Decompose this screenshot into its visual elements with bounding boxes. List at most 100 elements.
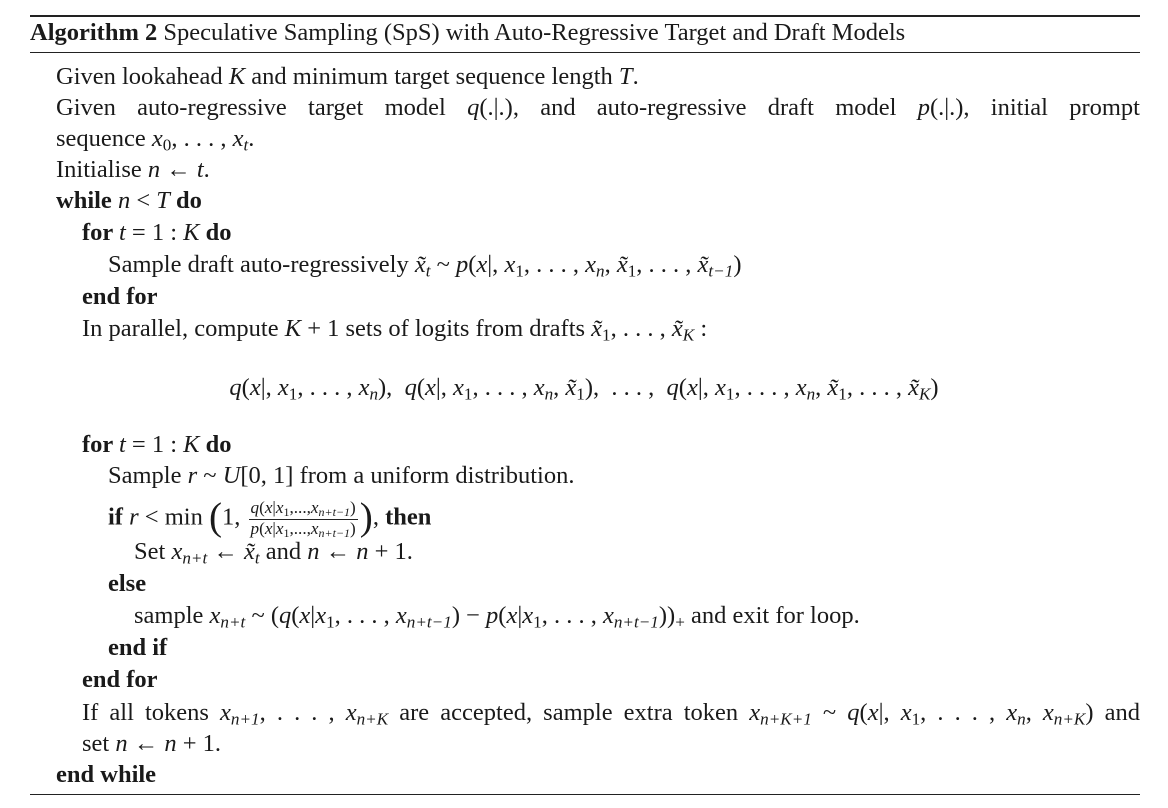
math: 1	[463, 384, 473, 404]
math: x	[275, 518, 284, 538]
text: ), . . . ,	[584, 374, 667, 401]
text: ~	[811, 699, 848, 726]
math: x	[232, 125, 244, 152]
algorithm-line: Given auto-regressive target model q(.|.…	[56, 93, 1140, 123]
math: t	[425, 261, 431, 281]
math: r	[187, 462, 198, 489]
text: ~	[197, 462, 223, 489]
math: x	[209, 602, 221, 629]
text: ←	[207, 538, 244, 565]
text: |,	[697, 374, 715, 401]
text: , . . . ,	[334, 602, 396, 629]
top-rule	[30, 15, 1140, 17]
keyword: do	[199, 431, 232, 458]
text: = 1 :	[125, 219, 184, 246]
text: , . . . ,	[920, 699, 1007, 726]
math: 0	[162, 135, 172, 155]
math: n	[147, 156, 161, 183]
text: , . . . ,	[171, 125, 233, 152]
math: K	[918, 384, 931, 404]
math: x	[345, 699, 357, 726]
text: ,	[1025, 699, 1043, 726]
text: + 1.	[368, 538, 413, 565]
text: and exit for loop.	[684, 602, 860, 629]
math: q	[847, 699, 860, 726]
math: r	[129, 503, 139, 531]
fraction: q(x|x1,...,xn+t−1)p(x|x1,...,xn+t−1)	[248, 498, 358, 540]
text: set	[82, 730, 116, 757]
text: .	[248, 125, 255, 152]
math: n	[544, 384, 554, 404]
math: T	[618, 63, 633, 90]
math: x	[585, 251, 597, 278]
text: )	[733, 251, 742, 278]
algorithm-line: Sample r ~ U[0, 1] from a uniform distri…	[108, 461, 575, 491]
text: < min	[138, 503, 209, 531]
math: n	[307, 538, 320, 565]
math: x̃	[243, 538, 255, 565]
math: x	[315, 602, 327, 629]
text: ))	[658, 602, 676, 629]
algorithm-line: if r < min (1, q(x|x1,...,xn+t−1)p(x|x1,…	[108, 497, 432, 540]
text: Given lookahead	[56, 63, 229, 90]
text: and minimum target sequence length	[245, 63, 619, 90]
algorithm-line: end if	[108, 633, 167, 663]
caption-rule	[30, 52, 1140, 53]
numerator: q(x|x1,...,xn+t−1)	[248, 498, 358, 520]
keyword: then	[385, 503, 432, 531]
math: 1	[602, 325, 611, 345]
text: , . . . ,	[610, 315, 672, 342]
math: n	[115, 730, 128, 757]
text: , . . . ,	[523, 251, 586, 278]
math: 1	[283, 525, 290, 540]
text: ←	[160, 156, 197, 183]
text: )	[350, 518, 356, 538]
math: t	[254, 548, 260, 568]
keyword: do	[169, 187, 202, 214]
math: x̃	[565, 374, 577, 401]
math: x	[900, 699, 912, 726]
math: 1	[911, 709, 921, 729]
math: x̃	[591, 315, 603, 342]
text: , . . . ,	[259, 699, 346, 726]
algorithm-line: Given lookahead K and minimum target seq…	[56, 62, 639, 92]
math: t	[243, 135, 249, 155]
text: (	[468, 251, 477, 278]
text: ←	[319, 538, 357, 565]
math: x	[602, 602, 614, 629]
text: |	[310, 602, 316, 629]
algorithm-line: for t = 1 : K do	[82, 430, 232, 460]
math: 1	[576, 384, 585, 404]
text: , . . . ,	[541, 602, 603, 629]
math: (	[208, 495, 223, 539]
text: |,	[435, 374, 454, 401]
math: x̃	[671, 315, 683, 342]
math: x	[310, 498, 319, 517]
math: x	[264, 498, 273, 517]
math: x	[358, 374, 370, 401]
text: |	[272, 518, 276, 538]
math: x	[476, 251, 488, 278]
algorithm-line: end while	[56, 760, 156, 790]
math: q	[278, 602, 292, 629]
math: x	[424, 374, 436, 401]
text: 1,	[222, 503, 247, 531]
text: ~ (	[245, 602, 279, 629]
text: ,	[604, 251, 617, 278]
text: + 1 sets of logits from drafts	[301, 315, 592, 342]
math: n+K+1	[760, 709, 812, 729]
math: n+1	[230, 709, 260, 729]
text: ,...,	[289, 518, 311, 538]
math: T	[156, 187, 170, 214]
math: x̃	[908, 374, 919, 401]
text: (	[241, 374, 250, 401]
text: , . . . ,	[846, 374, 909, 401]
math: x	[264, 518, 273, 538]
text: , . . . ,	[636, 251, 698, 278]
math: x	[151, 125, 163, 152]
algorithm-line: set n ← n + 1.	[82, 729, 221, 759]
algorithm-title: Speculative Sampling (SpS) with Auto-Reg…	[163, 19, 906, 46]
math: x	[795, 374, 807, 401]
math: 1	[326, 612, 335, 632]
algorithm-line: end for	[82, 665, 158, 695]
